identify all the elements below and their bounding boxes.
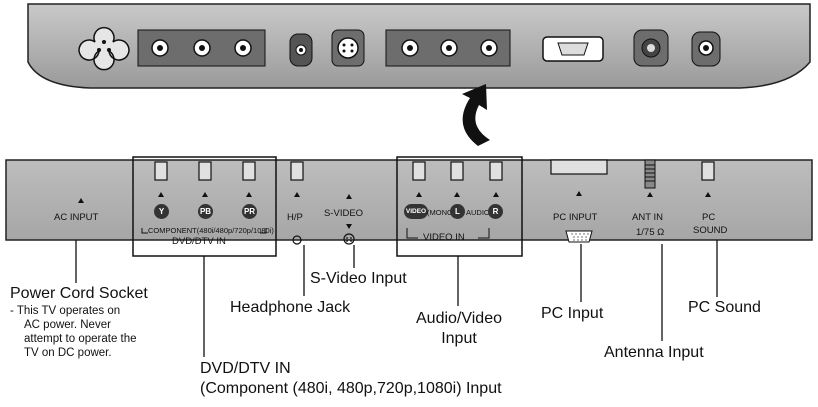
ohm-label: 1/75 Ω	[636, 227, 665, 238]
y-jack-badge: Y	[154, 204, 169, 219]
dvd-dtv-in-panel-label: DVD/DTV IN	[172, 236, 226, 247]
dvd-dtv-in-callout: DVD/DTV IN	[200, 360, 291, 377]
audio-label: AUDIO	[466, 208, 490, 217]
pc-label: PC	[702, 212, 716, 223]
ac-input-label: AC INPUT	[54, 212, 99, 223]
power-note-line: TV on DC power.	[24, 347, 112, 359]
power-socket-icon	[78, 26, 130, 71]
mono-label: (MONO)	[427, 208, 456, 217]
headphone-jack-icon	[292, 235, 302, 245]
antenna-input-callout: Antenna Input	[604, 344, 704, 361]
leader-lines	[75, 240, 718, 357]
power-note-line: AC power. Never	[24, 319, 111, 331]
pc-sound-callout: PC Sound	[688, 299, 761, 316]
pr-jack-badge: PR	[242, 204, 257, 219]
pb-jack-badge: PB	[198, 204, 213, 219]
top-panel	[27, 3, 811, 89]
s-video-jack-icon	[343, 233, 355, 245]
video-in-label: VIDEO IN	[423, 232, 465, 243]
power-note: - This TV operates on AC power. Never at…	[10, 304, 137, 360]
hp-label: H/P	[287, 212, 303, 223]
s-video-label: S-VIDEO	[324, 208, 364, 219]
top-component-jacks	[151, 39, 252, 57]
sound-label: SOUND	[693, 225, 728, 236]
antenna-connector-icon	[644, 159, 656, 189]
component-caption: COMPONENT(480i/480p/720p/1080i)	[148, 226, 274, 235]
ant-in-label: ANT IN	[632, 212, 663, 223]
l-jack-badge: L	[450, 204, 465, 219]
pc-input-callout: PC Input	[541, 305, 604, 322]
power-note-line: attempt to operate the	[24, 333, 137, 345]
headphone-jack-callout: Headphone Jack	[230, 299, 351, 316]
bottom-panel	[5, 156, 813, 257]
audio-video-input-callout: Audio/Video Input	[407, 309, 511, 349]
pc-input-panel-label: PC INPUT	[553, 212, 598, 223]
curved-arrow-icon	[462, 84, 490, 146]
power-cord-socket-callout: Power Cord Socket	[10, 285, 148, 302]
vga-port-icon	[565, 230, 593, 243]
video-jack-badge: VIDEO	[404, 204, 428, 219]
s-video-input-callout: S-Video Input	[310, 270, 407, 287]
audio-video-line: Audio/Video	[416, 310, 502, 327]
r-jack-badge: R	[488, 204, 503, 219]
power-note-line: - This TV operates on	[10, 305, 121, 317]
audio-video-line: Input	[441, 330, 477, 347]
component-input-callout: (Component (480i, 480p,720p,1080i) Input	[200, 380, 502, 397]
